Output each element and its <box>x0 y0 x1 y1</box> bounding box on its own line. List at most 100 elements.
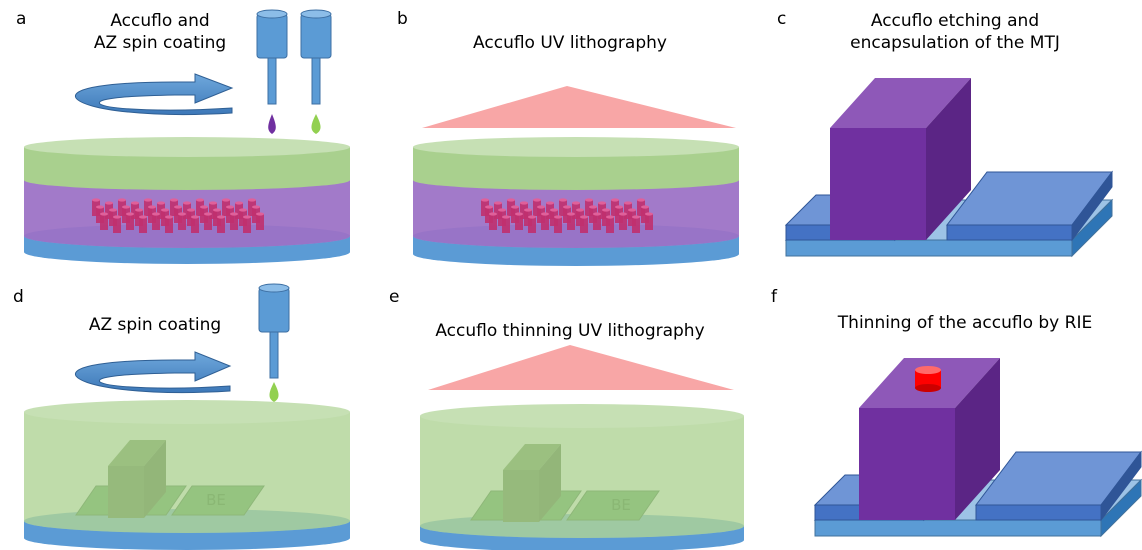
mtj-pillar <box>619 214 627 230</box>
uv-light-icon <box>428 345 734 390</box>
mtj-pillar <box>502 217 510 233</box>
mtj-pillar <box>178 214 186 230</box>
mtj-pillar <box>632 217 640 233</box>
az-drop-icon <box>269 382 279 402</box>
mtj-pillar-top <box>520 201 528 205</box>
mtj-pillar <box>567 214 575 230</box>
mtj-pillar-top <box>632 215 640 219</box>
mtj-pillar-top <box>96 205 104 209</box>
mtj-pillar-top <box>187 208 195 212</box>
mtj-pillar <box>191 217 199 233</box>
mtj-pillar-top <box>92 198 100 202</box>
mtj-pillar-top <box>550 208 558 212</box>
mtj-pillar <box>554 217 562 233</box>
mtj-pillar-top <box>200 205 208 209</box>
mtj-pillar-top <box>511 205 519 209</box>
mtj-pillar <box>580 217 588 233</box>
encapsulation-block <box>830 78 971 240</box>
panel-letter-e: e <box>389 287 400 307</box>
panel-letter-b: b <box>397 9 408 29</box>
caption-b: Accuflo UV lithography <box>473 33 667 53</box>
mtj-pillar-top <box>243 215 251 219</box>
bottom-electrode-right <box>974 450 1142 522</box>
panel-d-illustration: BE <box>24 283 350 550</box>
mtj-pillar <box>528 217 536 233</box>
bottom-electrode-right <box>945 170 1114 242</box>
caption-a: Accuflo and AZ spin coating <box>60 10 260 54</box>
panel-letter-a: a <box>16 9 27 29</box>
caption-f: Thinning of the accuflo by RIE <box>837 313 1093 333</box>
mtj-pillar-top <box>572 201 580 205</box>
panel-f-illustration <box>813 358 1142 538</box>
mtj-pillar-top <box>222 198 230 202</box>
mtj-pillar-top <box>152 212 160 216</box>
mtj-pillar-top <box>537 205 545 209</box>
mtj-pillar-top <box>641 205 649 209</box>
mtj-pillar-top <box>489 212 497 216</box>
panel-c-illustration <box>784 78 1114 258</box>
mtj-pillar-top <box>602 208 610 212</box>
mtj-pillar-top <box>524 208 532 212</box>
mtj-pillar <box>230 214 238 230</box>
mtj-pillar-top <box>541 212 549 216</box>
mtj-pillar-top <box>645 212 653 216</box>
mtj-pillar-top <box>122 205 130 209</box>
mtj-pillar <box>217 217 225 233</box>
mtj-pillar-top <box>178 212 186 216</box>
mtj-pillar-top <box>157 201 165 205</box>
mtj-pillar-top <box>624 201 632 205</box>
mtj-pillar-top <box>546 201 554 205</box>
mtj-pillar-top <box>248 198 256 202</box>
mtj-pillar-top <box>209 201 217 205</box>
mtj-pillar <box>489 214 497 230</box>
mtj-pillar-top <box>113 215 121 219</box>
mtj-pillar-array <box>481 198 653 233</box>
mtj-pillar <box>593 214 601 230</box>
mtj-pillar-top <box>174 205 182 209</box>
mtj-pillar-top <box>126 212 134 216</box>
mtj-pillar-top <box>481 198 489 202</box>
mtj-pillar-top <box>131 201 139 205</box>
mtj-pillar-top <box>191 215 199 219</box>
mtj-pillar-top <box>533 198 541 202</box>
mtj-pillar-top <box>485 205 493 209</box>
mtj-pillar-top <box>165 215 173 219</box>
mtj-pillar-top <box>109 208 117 212</box>
mtj-pillar-top <box>183 201 191 205</box>
rotation-arrow-icon <box>74 351 232 393</box>
mtj-pillar-top <box>567 212 575 216</box>
mtj-pillar-top <box>105 201 113 205</box>
caption-a-line2: AZ spin coating <box>93 33 227 53</box>
mtj-pillar-top <box>528 215 536 219</box>
mtj-pillar-top <box>100 212 108 216</box>
mtj-pillar-top <box>217 215 225 219</box>
mtj-pillar <box>256 214 264 230</box>
mtj-pillar-top <box>235 201 243 205</box>
mtj-pillar <box>606 217 614 233</box>
mtj-pillar-top <box>239 208 247 212</box>
mtj-pillar <box>126 214 134 230</box>
panel-letter-d: d <box>13 287 24 307</box>
mtj-pillar-top <box>498 208 506 212</box>
mtj-pillar <box>515 214 523 230</box>
mtj-pillar <box>204 214 212 230</box>
panel-a-illustration <box>24 9 350 264</box>
mtj-pillar-top <box>144 198 152 202</box>
mtj-pillar <box>243 217 251 233</box>
mtj-pillar-top <box>196 198 204 202</box>
panel-letter-f: f <box>771 287 777 307</box>
rotation-arrow-icon <box>74 73 234 115</box>
mtj-pillar-top <box>507 198 515 202</box>
caption-a-line1: Accuflo and <box>110 11 210 31</box>
mtj-pillar-top <box>515 212 523 216</box>
uv-light-icon <box>422 86 736 128</box>
mtj-pillar-top <box>619 212 627 216</box>
mtj-pillar-top <box>615 205 623 209</box>
mtj-pillar-top <box>589 205 597 209</box>
mtj-pillar-top <box>148 205 156 209</box>
mtj-pillar-top <box>628 208 636 212</box>
mtj-pillar-top <box>611 198 619 202</box>
mtj-pillar-top <box>494 201 502 205</box>
